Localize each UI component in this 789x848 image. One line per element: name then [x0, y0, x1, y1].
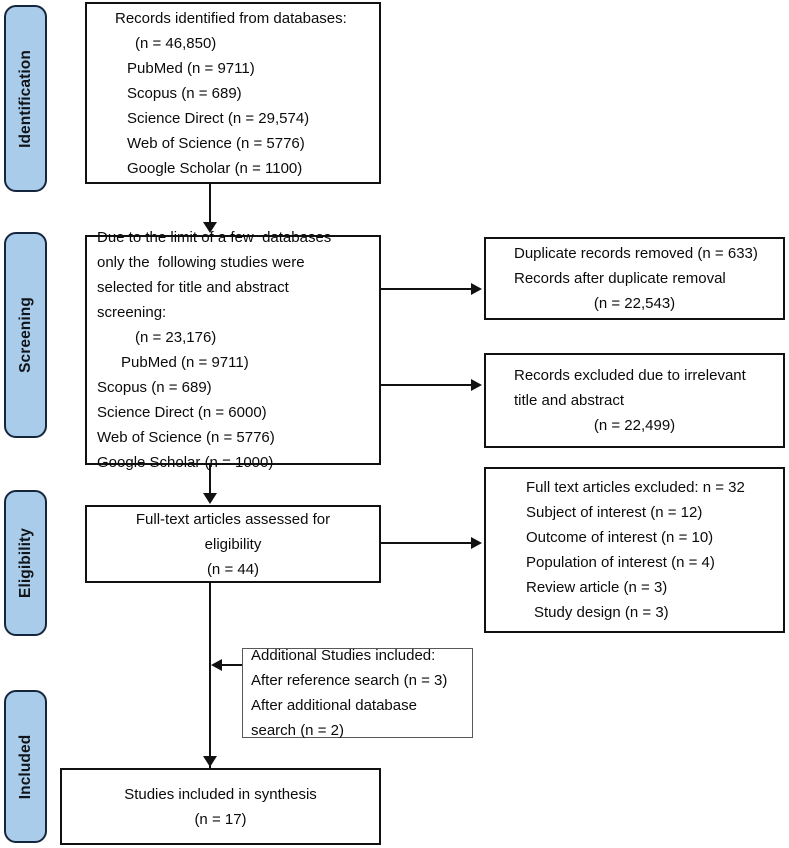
connector-identified-to-screened-arrowhead [203, 222, 217, 233]
duplicates-line-2: Records after duplicate removal [514, 270, 726, 287]
fulltext-excluded-line-6: Study design (n = 3) [534, 604, 669, 621]
stage-pill-eligibility: Eligibility [4, 490, 47, 636]
additional-studies-line-2: After reference search (n = 3) [251, 672, 448, 689]
screening-line-1: Due to the limit of a few databases [97, 229, 332, 246]
stage-pill-identification: Identification [4, 5, 47, 192]
box-additional-studies: Additional Studies included: After refer… [242, 647, 473, 739]
additional-studies-line-3: After additional database search (n = 2) [251, 697, 422, 739]
connector-screened-to-fulltext-line [209, 465, 211, 495]
duplicates-line-1: Duplicate records removed (n = 633) [514, 245, 758, 262]
records-identified-line-2: (n = 46,850) [135, 34, 217, 52]
stage-label-included: Included [16, 734, 34, 799]
stage-label-screening: Screening [16, 297, 34, 373]
stage-label-identification: Identification [16, 49, 34, 148]
fulltext-assessed-line-2: eligibility [204, 535, 262, 553]
screening-line-9: Web of Science (n = 5776) [97, 429, 275, 446]
screening-line-6: PubMed (n = 9711) [121, 354, 249, 371]
connector-identified-to-screened-line [209, 184, 211, 224]
screening-line-3: selected for title and abstract [97, 279, 289, 296]
box-duplicate-records-removed: Duplicate records removed (n = 633) Reco… [484, 237, 785, 320]
records-identified-line-5: Science Direct (n = 29,574) [127, 109, 310, 127]
fulltext-excluded-line-1: Full text articles excluded: n = 32 [526, 479, 745, 496]
fulltext-assessed-line-3: (n = 44) [206, 560, 260, 578]
connector-fulltext-to-included-arrowhead [203, 756, 217, 767]
box-records-identified: Records identified from databases: (n = … [85, 2, 381, 184]
additional-studies-line-1: Additional Studies included: [251, 647, 436, 664]
records-identified-line-4: Scopus (n = 689) [127, 84, 242, 102]
box-fulltext-excluded: Full text articles excluded: n = 32 Subj… [484, 467, 785, 633]
connector-screened-to-excluded-arrowhead [471, 379, 482, 391]
included-synthesis-line-2: (n = 17) [194, 810, 247, 828]
box-fulltext-assessed: Full-text articles assessed for eligibil… [85, 505, 381, 583]
screening-line-5: (n = 23,176) [135, 329, 217, 346]
connector-fulltext-to-excluded-line [381, 542, 473, 544]
screening-line-7: Scopus (n = 689) [97, 379, 212, 396]
screening-line-10: Google Scholar (n = 1000) [97, 454, 274, 471]
records-identified-line-7: Google Scholar (n = 1100) [127, 159, 303, 177]
box-studies-included-in-synthesis: Studies included in synthesis (n = 17) [60, 768, 381, 845]
records-identified-line-3: PubMed (n = 9711) [127, 59, 255, 77]
screening-line-2: only the following studies were [97, 254, 305, 271]
fulltext-excluded-line-4: Population of interest (n = 4) [526, 554, 715, 571]
stage-pill-included: Included [4, 690, 47, 843]
connector-additional-to-spine-line [222, 664, 242, 666]
box-records-excluded: Records excluded due to irrelevant title… [484, 353, 785, 448]
records-identified-line-1: Records identified from databases: [115, 9, 347, 27]
screening-line-4: screening: [97, 304, 167, 321]
fulltext-excluded-line-3: Outcome of interest (n = 10) [526, 529, 714, 546]
records-excluded-line-3: (n = 22,499) [593, 417, 676, 434]
fulltext-excluded-line-2: Subject of interest (n = 12) [526, 504, 703, 521]
stage-label-eligibility: Eligibility [16, 528, 34, 598]
connector-screened-to-duplicates-line [381, 288, 473, 290]
connector-screened-to-duplicates-arrowhead [471, 283, 482, 295]
records-excluded-line-2: title and abstract [514, 392, 625, 409]
connector-fulltext-to-included-line [209, 583, 211, 768]
connector-additional-to-spine-arrowhead [211, 659, 222, 671]
records-identified-line-6: Web of Science (n = 5776) [127, 134, 305, 152]
stage-pill-screening: Screening [4, 232, 47, 438]
screening-line-8: Science Direct (n = 6000) [97, 404, 267, 421]
fulltext-excluded-line-5: Review article (n = 3) [526, 579, 668, 596]
fulltext-assessed-line-1: Full-text articles assessed for [135, 510, 331, 528]
connector-screened-to-fulltext-arrowhead [203, 493, 217, 504]
records-excluded-line-1: Records excluded due to irrelevant [514, 367, 746, 384]
connector-screened-to-excluded-line [381, 384, 473, 386]
connector-fulltext-to-excluded-arrowhead [471, 537, 482, 549]
duplicates-line-3: (n = 22,543) [593, 295, 676, 312]
box-screening-criteria: Due to the limit of a few databases only… [85, 229, 381, 471]
included-synthesis-line-1: Studies included in synthesis [124, 785, 317, 803]
